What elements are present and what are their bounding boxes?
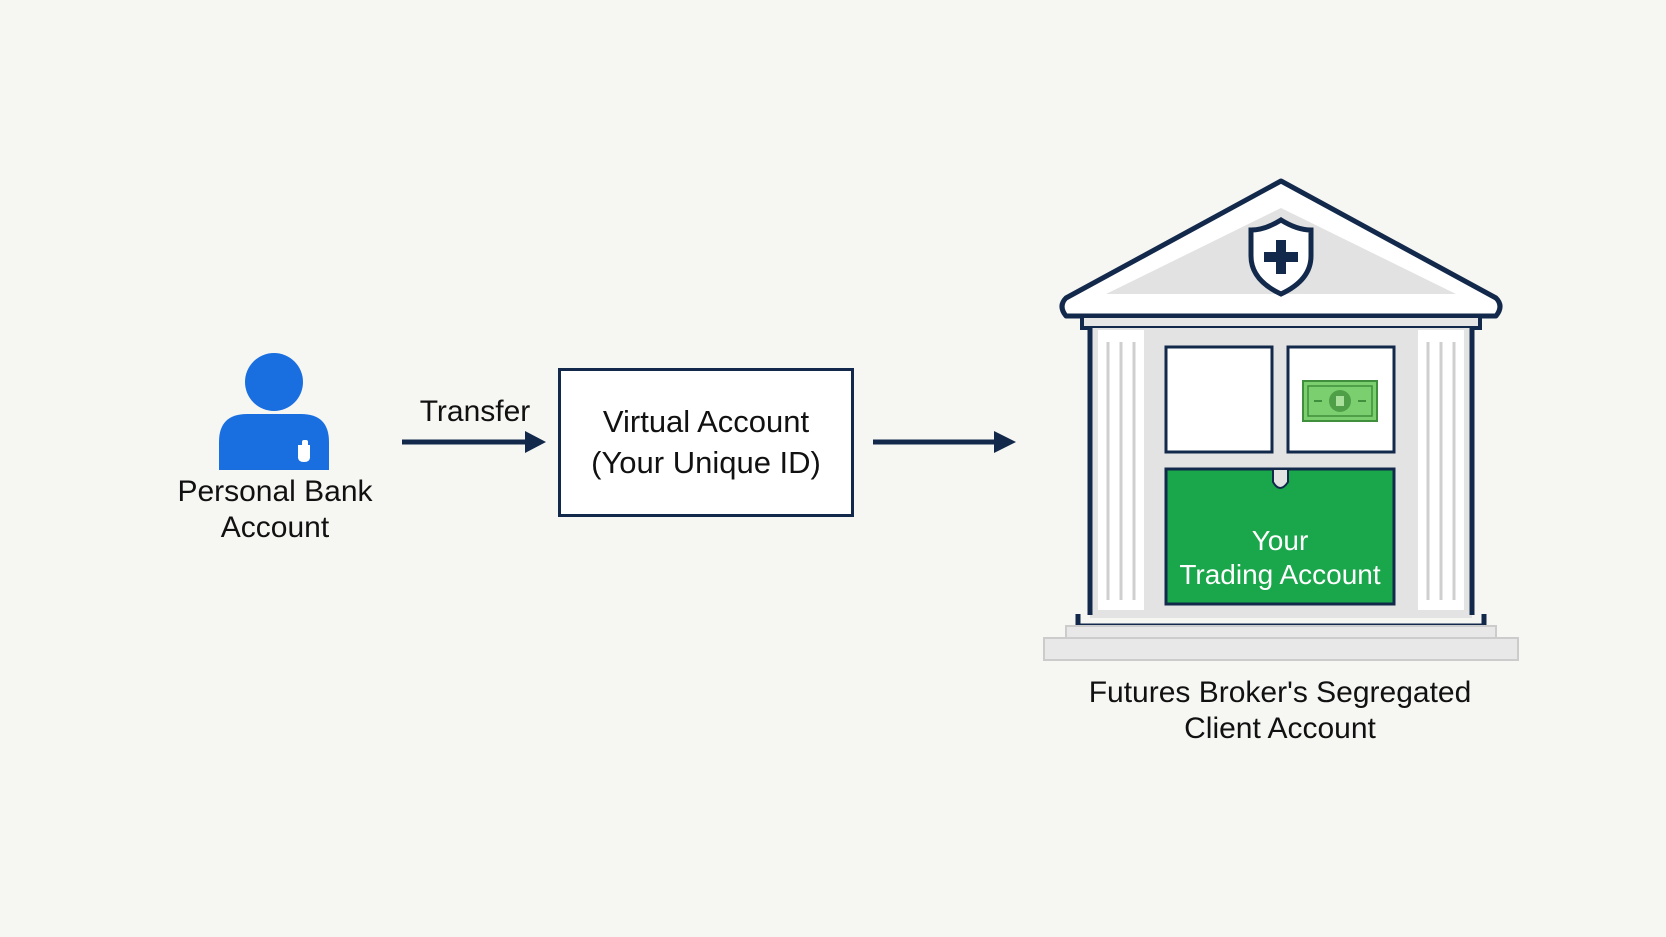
transfer-arrow bbox=[402, 431, 546, 453]
deposit-arrow bbox=[873, 431, 1016, 453]
trading-account-label-line2: Trading Account bbox=[1179, 558, 1381, 590]
shield-plus-icon bbox=[1248, 217, 1314, 297]
transfer-label: Transfer bbox=[419, 395, 531, 428]
virtual-account-title: Virtual Account bbox=[602, 404, 810, 440]
trading-account-label: Your Trading Account bbox=[1166, 524, 1394, 591]
broker-segregated-account-label: Futures Broker's Segregated Client Accou… bbox=[1050, 675, 1510, 747]
broker-label-line2: Client Account bbox=[1184, 712, 1376, 745]
vault-window-left bbox=[1164, 345, 1274, 454]
personal-bank-account-label-line1: Personal Bank bbox=[177, 475, 373, 508]
personal-bank-account-label-line2: Account bbox=[220, 511, 330, 544]
virtual-account-subtitle: (Your Unique ID) bbox=[591, 444, 821, 480]
virtual-account-box: Virtual Account (Your Unique ID) bbox=[558, 368, 854, 517]
bank-building-icon bbox=[1043, 178, 1519, 661]
banknote-icon bbox=[1302, 380, 1378, 422]
trading-account-label-line1: Your bbox=[1251, 525, 1309, 556]
personal-bank-account-label: Personal Bank Account bbox=[150, 474, 400, 546]
person-icon bbox=[219, 353, 329, 470]
broker-label-line1: Futures Broker's Segregated bbox=[1088, 676, 1472, 709]
trading-account-block bbox=[1164, 467, 1396, 606]
